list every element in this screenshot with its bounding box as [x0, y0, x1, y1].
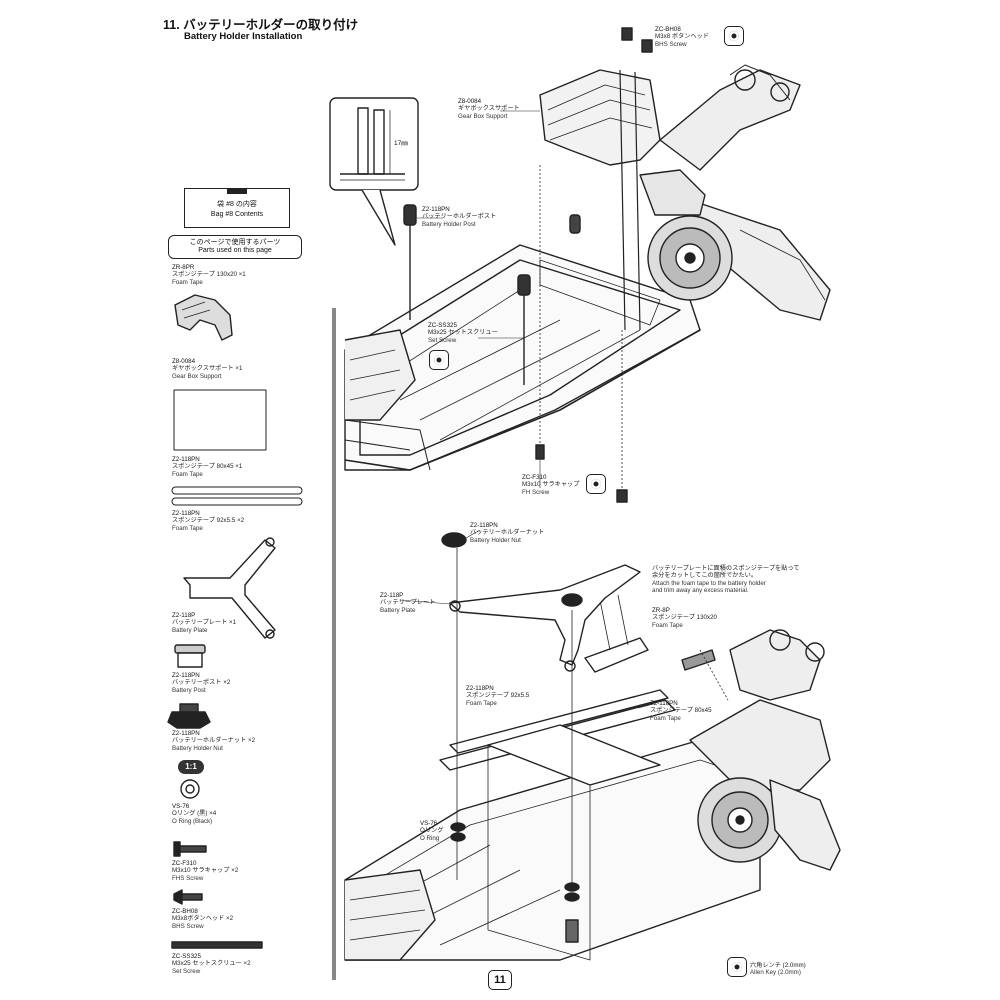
parts-used-jp: このページで使用するパーツ [189, 239, 281, 246]
parts-used-en: Parts used on this page [198, 247, 272, 254]
bag-contents-box: 袋 #8 の内容 Bag #8 Contents [184, 188, 290, 228]
parts-used-box: このページで使用するパーツ Parts used on this page [168, 235, 302, 259]
bag-header-bar [227, 188, 247, 194]
bag-label-jp: 袋 #8 の内容 [217, 201, 257, 208]
scale-badge: 1:1 [178, 760, 204, 774]
column-divider [332, 308, 336, 980]
hex-wrench-icon [724, 26, 744, 46]
page-subtitle: Battery Holder Installation [184, 31, 303, 42]
bag-label-en: Bag #8 Contents [210, 211, 264, 218]
hex-wrench-icon [727, 957, 747, 977]
post-height-detail [329, 97, 419, 246]
foam-tape-note: バッテリープレートに面積のスポンジテープを貼って 余分をカットしてこの箇所でかた… [652, 565, 800, 595]
hex-wrench-icon [586, 474, 606, 494]
top-chassis-drawing [344, 27, 831, 503]
post-height-dimension: 17㎜ [394, 140, 408, 147]
hex-wrench-icon [429, 350, 449, 370]
allen-key-note: 六角レンチ (2.0mm)Allen Key (2.0mm) [750, 962, 806, 977]
bottom-chassis-drawing [344, 532, 841, 961]
page-title: 11. バッテリーホルダーの取り付け [163, 18, 359, 32]
page-number: 11 [488, 970, 512, 990]
parts-icons [167, 294, 303, 949]
